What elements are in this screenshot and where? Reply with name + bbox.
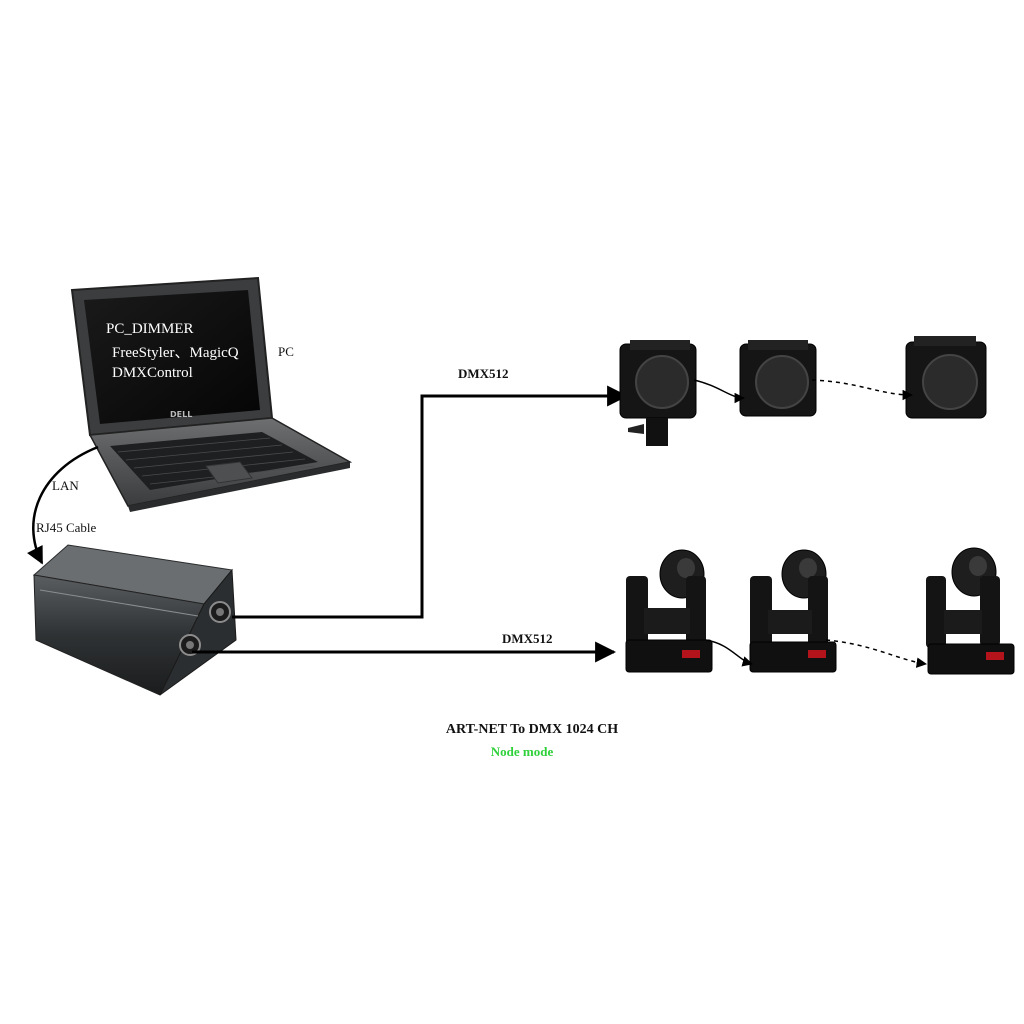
screen-line-software-2: FreeStyler、MagicQ — [112, 346, 239, 361]
lan-label: LAN — [52, 478, 79, 494]
moving-head-link-2-3 — [826, 640, 926, 664]
par-light-2 — [740, 340, 816, 416]
artnet-node-box — [34, 545, 236, 695]
rj45-cable-label: RJ45 Cable — [36, 520, 96, 536]
moving-head-2 — [750, 550, 836, 672]
moving-head-3 — [926, 548, 1014, 674]
moving-head-1 — [626, 550, 712, 672]
dmx512-upper-label: DMX512 — [458, 366, 509, 382]
par-link-1-2 — [694, 380, 744, 398]
par-light-3 — [906, 336, 986, 418]
screen-line-software-3: DMXControl — [112, 366, 193, 381]
laptop — [72, 278, 350, 512]
diagram-title: ART-NET To DMX 1024 CH — [432, 722, 632, 738]
par-light-1-clamp — [628, 418, 668, 446]
par-light-1 — [620, 340, 696, 418]
diagram-subtitle: Node mode — [432, 744, 612, 760]
moving-head-link-1-2 — [706, 640, 752, 664]
screen-line-software-1: PC_DIMMER — [106, 322, 194, 337]
pc-label: PC — [278, 344, 294, 360]
lan-cable-arrow — [33, 447, 98, 563]
dmx512-lower-label: DMX512 — [502, 631, 553, 647]
laptop-brand-logo: DELL — [170, 410, 192, 419]
par-link-2-3 — [812, 380, 912, 395]
